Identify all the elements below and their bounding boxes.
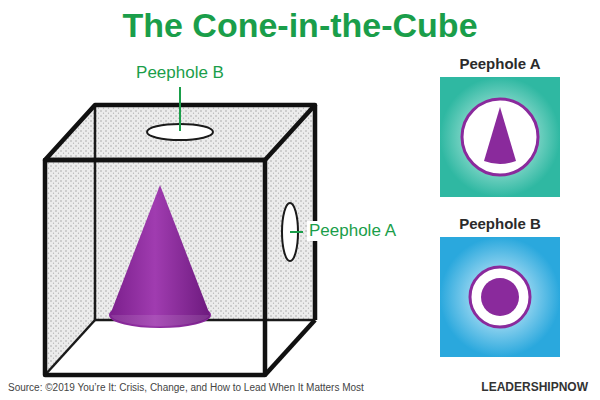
peephole-label: Peephole B bbox=[134, 63, 226, 83]
panel-heading: Peephole A bbox=[457, 55, 542, 77]
peephole-view bbox=[462, 99, 538, 175]
leader-line bbox=[179, 87, 181, 131]
title: The Cone-in-the-Cube bbox=[122, 6, 477, 45]
leader-line bbox=[290, 231, 303, 233]
view-panel: Peephole A bbox=[440, 55, 560, 197]
panel-square bbox=[440, 77, 560, 197]
view-panel: Peephole B bbox=[440, 215, 560, 357]
panel-heading: Peephole B bbox=[457, 215, 543, 237]
floor bbox=[45, 320, 315, 375]
back-edges bbox=[45, 105, 315, 375]
panel-view bbox=[440, 237, 560, 357]
source-caption: Source: ©2019 You’re It: Crisis, Change,… bbox=[8, 382, 364, 393]
cone-top-view bbox=[481, 278, 519, 316]
cone-side-view bbox=[484, 107, 516, 164]
front-edges bbox=[45, 105, 315, 375]
cone bbox=[110, 185, 210, 315]
watermark: LEADERSHIPNOW bbox=[479, 380, 590, 394]
cone-front bbox=[110, 315, 210, 327]
peephole-label: Peephole A bbox=[307, 221, 398, 241]
peephole-view bbox=[470, 267, 530, 327]
panel-square bbox=[440, 237, 560, 357]
panel-view bbox=[440, 77, 560, 197]
